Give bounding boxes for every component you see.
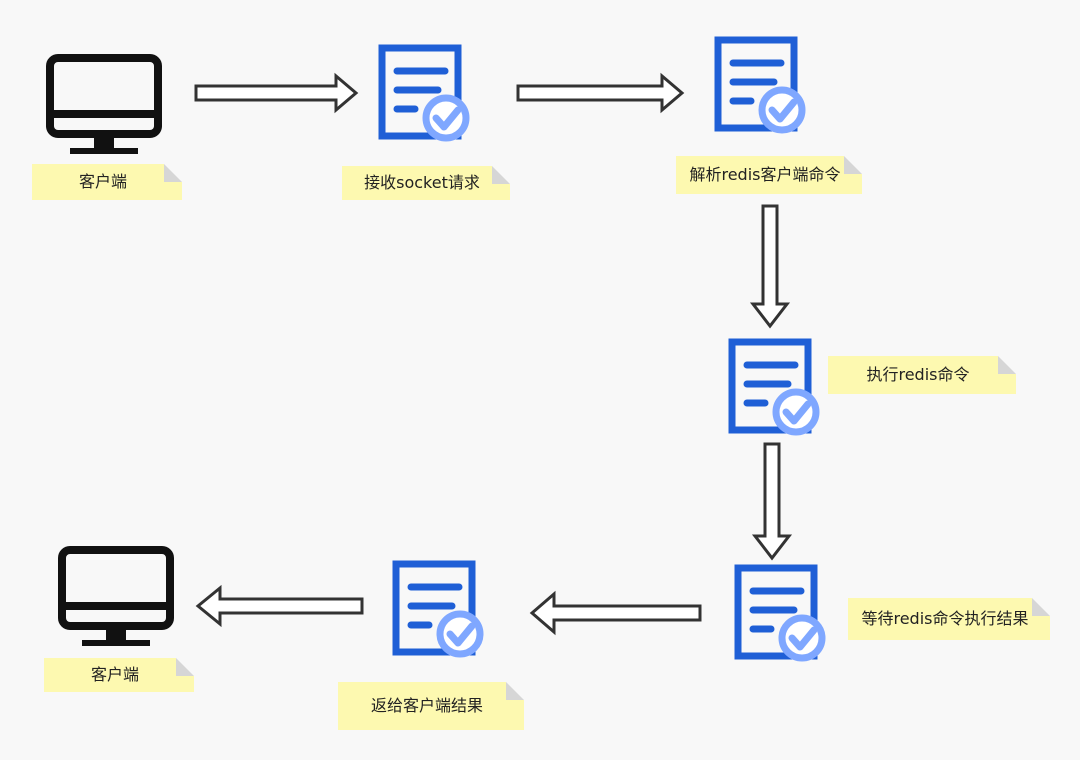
arrow-right-1	[194, 72, 359, 114]
execute-command-label: 执行redis命令	[828, 356, 1016, 394]
client-label-top-text: 客户端	[78, 172, 127, 191]
wait-result-doc-icon	[734, 564, 826, 662]
wait-result-label-text: 等待redis命令执行结果	[861, 609, 1029, 628]
arrow-down-1	[749, 204, 791, 329]
arrow-down-2	[751, 442, 793, 561]
return-result-label-text: 返给客户端结果	[370, 696, 483, 715]
client-monitor-bottom-icon	[58, 546, 174, 646]
parse-command-label-text: 解析redis客户端命令	[689, 165, 841, 184]
parse-command-doc-icon	[714, 36, 806, 134]
return-result-label: 返给客户端结果	[338, 682, 524, 730]
parse-command-label: 解析redis客户端命令	[676, 156, 862, 194]
execute-command-doc-icon	[728, 338, 820, 436]
receive-socket-label-text: 接收socket请求	[364, 173, 480, 192]
receive-socket-doc-icon	[378, 44, 470, 142]
client-monitor-top-icon	[46, 54, 162, 154]
client-label-bottom: 客户端	[44, 658, 194, 692]
execute-command-label-text: 执行redis命令	[866, 365, 970, 384]
client-label-bottom-text: 客户端	[90, 665, 139, 684]
client-label-top: 客户端	[32, 164, 182, 200]
receive-socket-label: 接收socket请求	[342, 166, 510, 200]
arrow-left-1	[529, 590, 702, 636]
return-result-doc-icon	[392, 560, 484, 658]
arrow-right-2	[516, 72, 685, 114]
wait-result-label: 等待redis命令执行结果	[848, 598, 1050, 640]
arrow-left-2	[195, 584, 364, 628]
